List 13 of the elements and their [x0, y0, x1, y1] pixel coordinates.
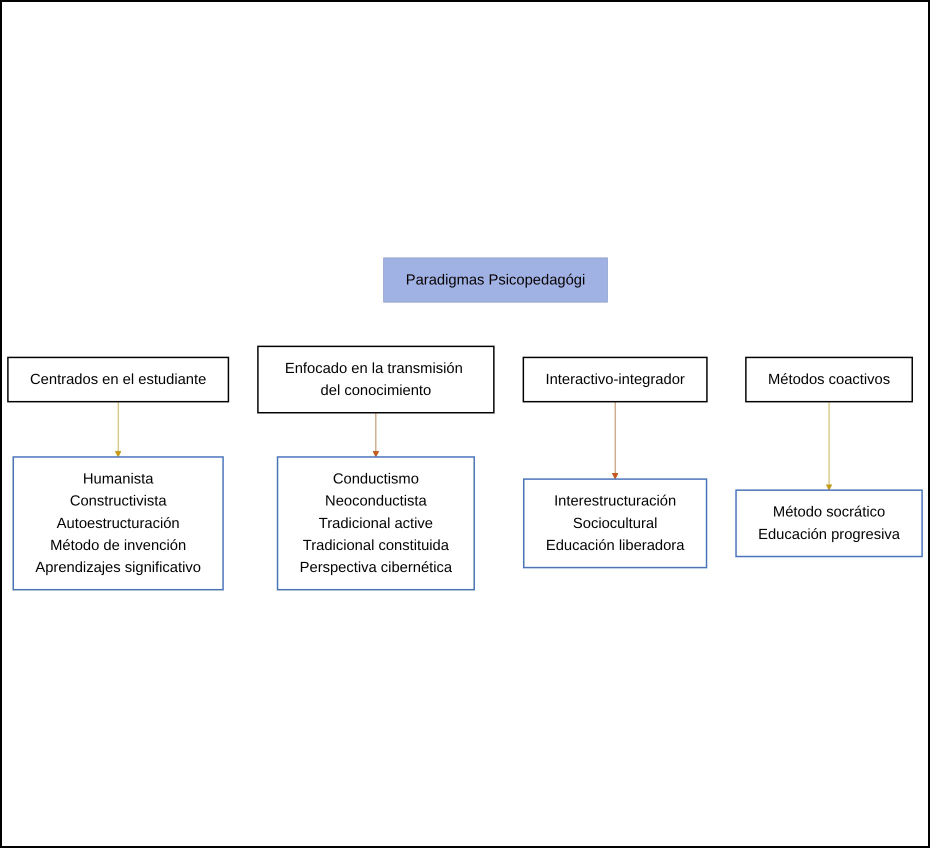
node-box: Centrados en el estudiante — [7, 356, 230, 403]
node-box: Humanista Constructivista Autoestructuración Método de invención Aprendizajes significativo — [12, 456, 224, 591]
node-box: Métodos coactivos — [745, 356, 913, 403]
node-box: Enfocado en la transmisión del conocimiento — [257, 346, 495, 414]
arrow — [114, 402, 122, 458]
arrow — [372, 412, 380, 458]
arrow — [826, 402, 832, 491]
arrow — [612, 402, 618, 480]
node-box: Método socrático Educación progresiva — [735, 490, 923, 558]
node-box: Conductismo Neoconductista Tradicional active Tradicional constituida Perspectiva cibernética — [276, 456, 475, 591]
node-box: Interactivo-integrador — [522, 356, 708, 403]
node-box: Paradigmas Psicopedagógi — [383, 258, 608, 303]
node-box: Interestructuración Sociocultural Educación liberadora — [523, 478, 708, 569]
